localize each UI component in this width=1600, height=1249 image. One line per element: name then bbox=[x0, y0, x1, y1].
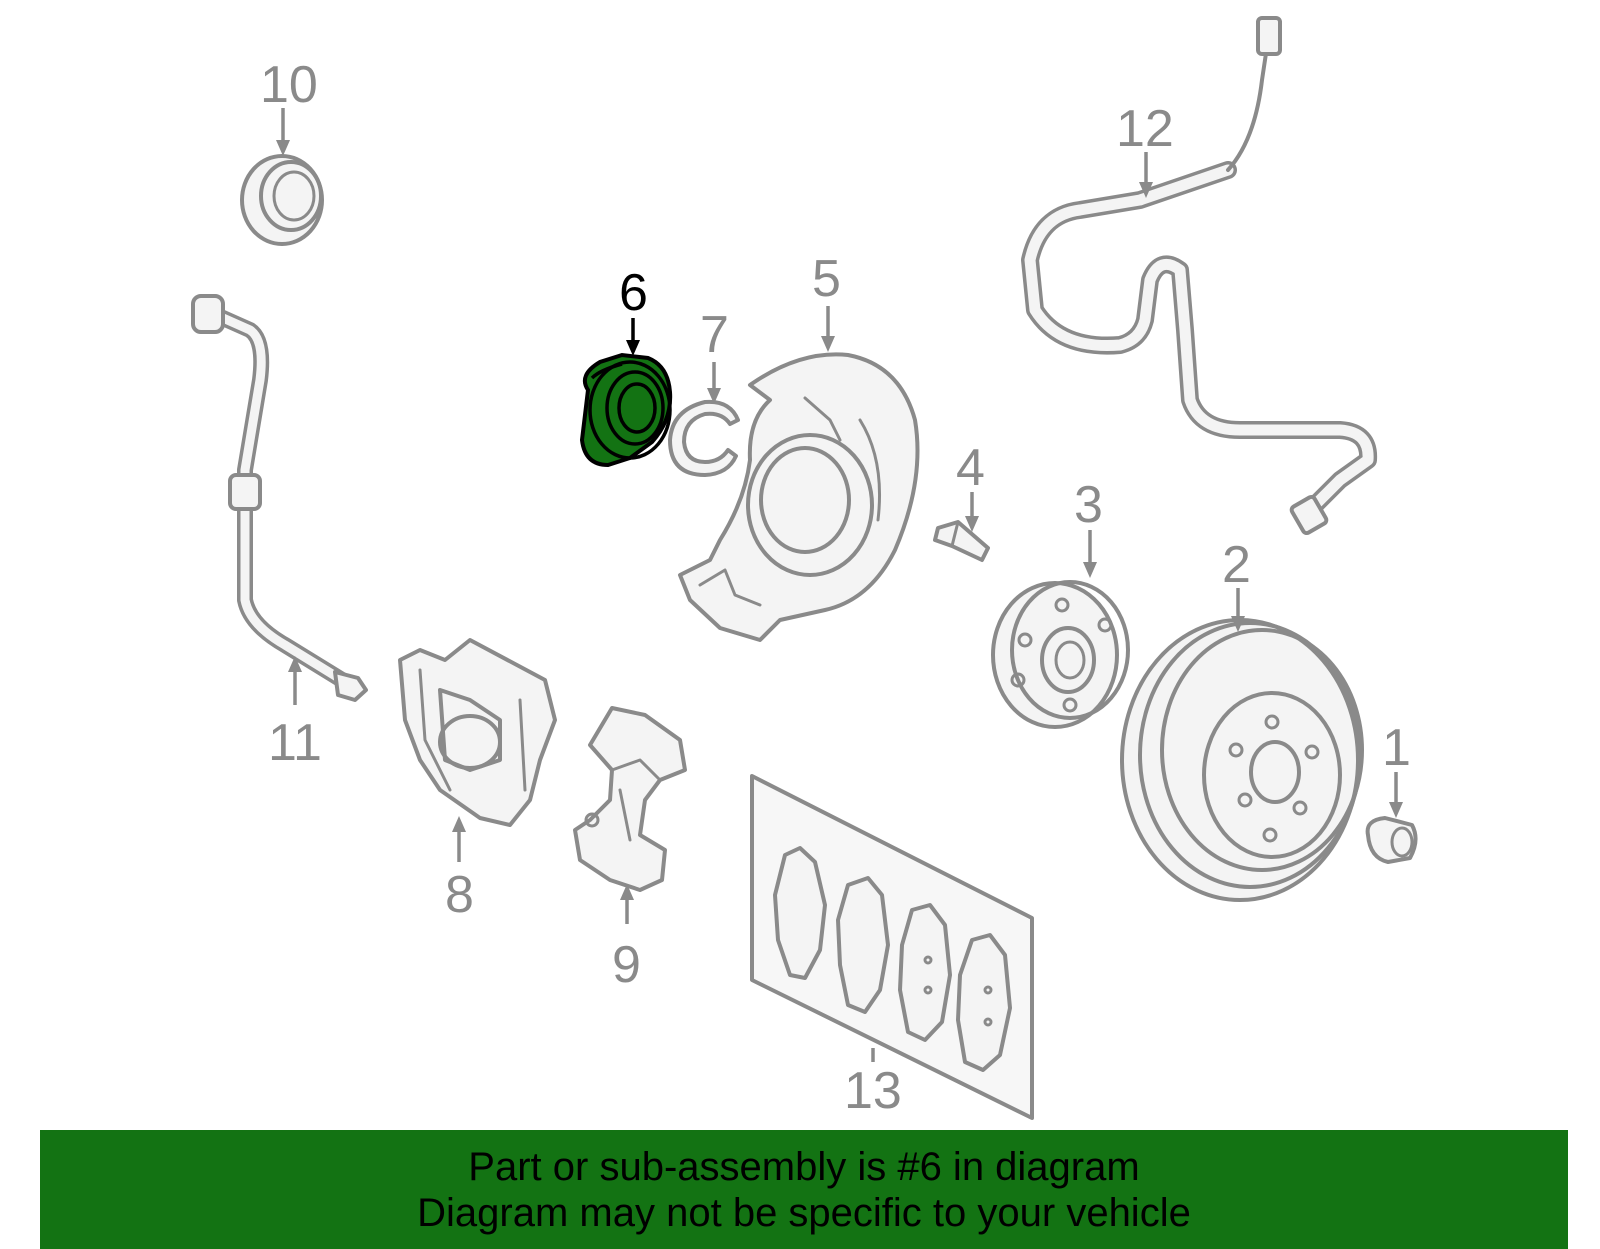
callout-10[interactable]: 10 bbox=[260, 56, 318, 114]
arrow-10 bbox=[276, 108, 290, 156]
callout-8[interactable]: 8 bbox=[445, 866, 474, 924]
part-10-seal[interactable] bbox=[240, 154, 324, 246]
callout-1[interactable]: 1 bbox=[1382, 719, 1411, 777]
arrow-4 bbox=[965, 492, 979, 532]
callout-3[interactable]: 3 bbox=[1074, 476, 1103, 534]
arrow-1 bbox=[1389, 772, 1403, 818]
info-banner: Part or sub-assembly is #6 in diagram Di… bbox=[40, 1130, 1568, 1249]
part-9-caliper-bracket[interactable] bbox=[573, 706, 687, 892]
part-3-hub[interactable] bbox=[991, 580, 1130, 729]
part-12-abs-sensor[interactable] bbox=[1021, 16, 1378, 536]
arrow-2 bbox=[1231, 588, 1245, 632]
arrow-7 bbox=[707, 362, 721, 404]
arrow-3 bbox=[1083, 530, 1097, 578]
callout-6[interactable]: 6 bbox=[619, 264, 648, 322]
parts-diagram: 10 11 6 7 bbox=[191, 16, 1418, 1120]
callout-12[interactable]: 12 bbox=[1116, 100, 1174, 158]
banner-line-1: Part or sub-assembly is #6 in diagram bbox=[468, 1145, 1140, 1189]
callout-11[interactable]: 11 bbox=[268, 714, 322, 772]
arrow-9 bbox=[620, 884, 634, 924]
callout-7[interactable]: 7 bbox=[700, 306, 729, 364]
part-6-wheel-bearing[interactable] bbox=[579, 352, 673, 468]
part-1-lug-nut[interactable] bbox=[1365, 816, 1418, 864]
banner-line-2: Diagram may not be specific to your vehi… bbox=[417, 1191, 1191, 1235]
part-7-snap-ring[interactable] bbox=[668, 399, 740, 477]
arrow-6 bbox=[626, 318, 640, 356]
part-4-stud[interactable] bbox=[933, 520, 990, 562]
part-8-caliper[interactable] bbox=[398, 638, 557, 827]
part-5-splash-shield[interactable] bbox=[678, 352, 920, 642]
callout-2[interactable]: 2 bbox=[1222, 536, 1251, 594]
arrow-8 bbox=[452, 816, 466, 862]
arrow-11 bbox=[288, 656, 302, 705]
callout-4[interactable]: 4 bbox=[956, 439, 985, 497]
part-13-brake-pad-kit[interactable] bbox=[750, 774, 1034, 1120]
callout-5[interactable]: 5 bbox=[812, 250, 841, 308]
part-2-rotor[interactable] bbox=[1120, 618, 1364, 902]
part-11-brake-hose[interactable] bbox=[191, 294, 368, 702]
callout-9[interactable]: 9 bbox=[612, 936, 641, 994]
callout-13[interactable]: 13 bbox=[844, 1062, 902, 1120]
arrow-5 bbox=[821, 306, 835, 352]
arrow-12 bbox=[1139, 152, 1153, 198]
